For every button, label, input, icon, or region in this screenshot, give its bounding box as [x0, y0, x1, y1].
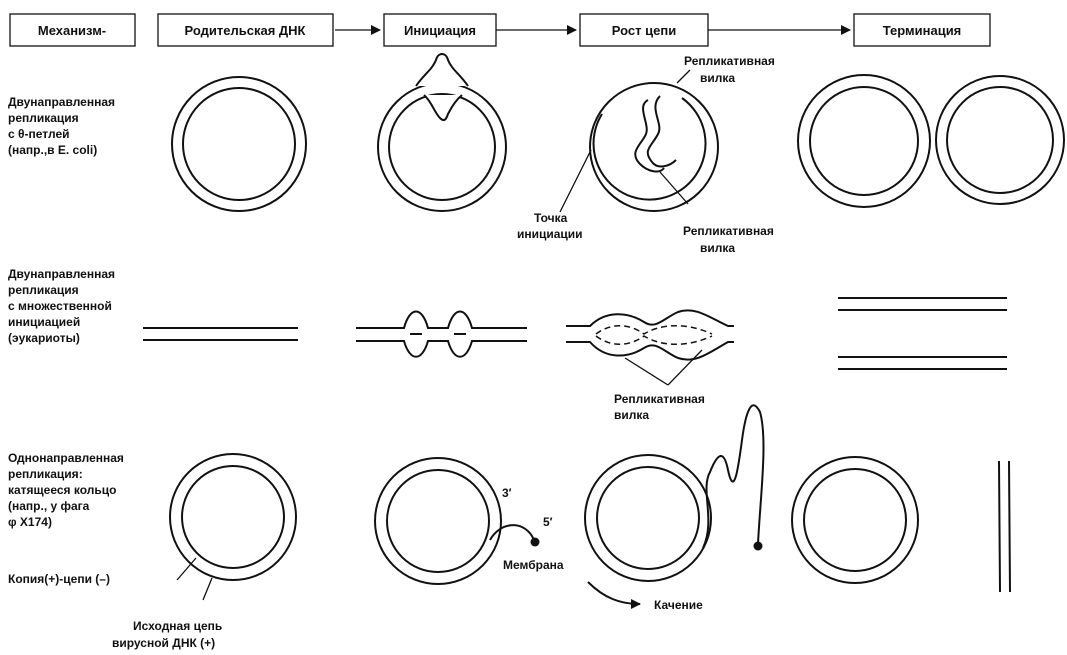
row3-parent-circle	[170, 454, 296, 580]
row1-termination-circle-1	[798, 75, 930, 207]
header-row: Механизм- Родительская ДНК Инициация Рос…	[10, 14, 990, 46]
row2-parent-duplex	[143, 328, 298, 340]
row2-fork-line-2: вилка	[614, 408, 649, 422]
row1-origin-label: Точка инициации	[517, 150, 591, 241]
row1-fork-top-label: Репликативная вилка	[677, 54, 775, 85]
row2-title-line-5: (эукариоты)	[8, 331, 80, 345]
row3-prime3-label: 3′	[502, 486, 512, 500]
row1-origin-line-1: Точка	[534, 211, 568, 225]
row3-title: Однонаправленная репликация: катящееся к…	[8, 451, 124, 529]
row3-title-line-2: репликация:	[8, 467, 83, 481]
row2-growth-duplex	[566, 310, 734, 359]
row3-original-line-1: Исходная цепь	[133, 619, 222, 633]
row3-original-label: Исходная цепь вирусной ДНК (+)	[112, 578, 222, 650]
row3-title-line-3: катящееся кольцо	[8, 483, 116, 497]
header-termination: Терминация	[883, 23, 962, 38]
row3-original-line-2: вирусной ДНК (+)	[112, 636, 215, 650]
header-initiation: Инициация	[404, 23, 476, 38]
row1-title: Двунаправленная репликация с θ-петлей (н…	[8, 95, 115, 157]
row3-membrane-label: Мембрана	[503, 558, 564, 572]
header-mechanism: Механизм-	[38, 23, 106, 38]
row2-title-line-4: инициацией	[8, 315, 80, 329]
row3-termination-circle	[792, 457, 918, 583]
row3-copy-label: Копия(+)-цепи (–)	[8, 558, 196, 586]
row3-rolling-arrow: Качение	[588, 582, 703, 612]
header-parent: Родительская ДНК	[185, 23, 306, 38]
row2-fork-label: Репликативная вилка	[614, 350, 705, 422]
row3-prime5-label: 5′	[543, 515, 553, 529]
row1-title-line-3: с θ-петлей	[8, 127, 70, 141]
row3-initiation-membrane-dot	[531, 538, 540, 547]
row2-title-line-3: с множественной	[8, 299, 112, 313]
row2-termination-duplex-1	[838, 298, 1007, 310]
header-growth: Рост цепи	[612, 23, 676, 38]
row3-termination-linear	[999, 461, 1010, 592]
row3-title-line-4: (напр., у фага	[8, 499, 90, 513]
row1-initiation-circle	[378, 54, 506, 211]
row1-fork-bottom-label: Репликативная вилка	[660, 172, 774, 255]
row1-title-line-2: репликация	[8, 111, 79, 125]
row3-title-line-5: φ X174)	[8, 515, 52, 529]
row1-fork-top-line-2: вилка	[700, 71, 735, 85]
row1-parent-circle	[172, 77, 306, 211]
row2-fork-line-1: Репликативная	[614, 392, 705, 406]
row1-title-line-4: (напр.,в E. coli)	[8, 143, 97, 157]
row1-fork-top-line-1: Репликативная	[684, 54, 775, 68]
row1-origin-line-2: инициации	[517, 227, 583, 241]
row1-fork-bottom-line-1: Репликативная	[683, 224, 774, 238]
row3-copy-strand-label: Копия(+)-цепи (–)	[8, 572, 110, 586]
row2-termination-duplex-2	[838, 357, 1007, 369]
row2-title-line-1: Двунаправленная	[8, 267, 115, 281]
row2-title-line-2: репликация	[8, 283, 79, 297]
row3-rolling-label: Качение	[654, 598, 703, 612]
row2-title: Двунаправленная репликация с множественн…	[8, 267, 115, 345]
row2-initiation-duplex	[356, 312, 527, 357]
row1-termination-circle-2	[936, 76, 1064, 204]
row3-title-line-1: Однонаправленная	[8, 451, 124, 465]
row3-growth-circle	[585, 405, 763, 581]
row3-growth-membrane-dot	[754, 542, 763, 551]
row1-title-line-1: Двунаправленная	[8, 95, 115, 109]
row1-growth-circle	[590, 83, 718, 211]
row1-fork-bottom-line-2: вилка	[700, 241, 735, 255]
